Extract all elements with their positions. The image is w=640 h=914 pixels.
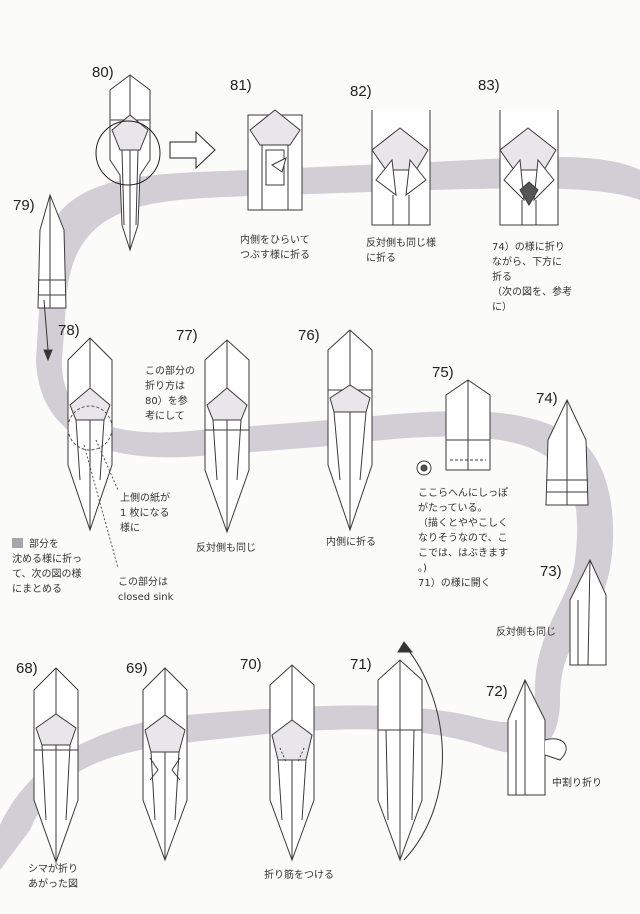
caption-step-73: 反対側も同じ [496, 627, 556, 638]
step-70-model [269, 664, 315, 862]
step-82-model [371, 110, 431, 226]
caption-step-78-fold-reference: この部分の 折り方は 80）を参 考にして [145, 366, 195, 422]
step-number-78: 78) [58, 322, 80, 339]
step-73-model [569, 558, 607, 666]
background-band [0, 157, 640, 870]
step-80-model [95, 74, 216, 252]
step-77-model [204, 339, 250, 534]
step-number-80: 80) [92, 64, 114, 81]
step-71-model [377, 641, 443, 862]
step-68-model [33, 667, 79, 864]
caption-step-75: ここらへんにしっぽ がたっている。 （描くとややこしく なりそうなので、こ こで… [418, 488, 508, 589]
step-74-model [545, 398, 589, 506]
step-number-70: 70) [240, 656, 262, 673]
caption-step-72: 中割り折り [552, 778, 602, 789]
step-number-76: 76) [298, 327, 320, 344]
caption-step-70: 折り筋をつける [264, 870, 334, 881]
step-79-model [37, 193, 67, 362]
caption-step-77: 反対側も同じ [196, 543, 256, 554]
step-number-81: 81) [230, 77, 252, 94]
step-78-model [67, 337, 119, 569]
step-number-83: 83) [478, 77, 500, 94]
step-75-model [416, 379, 491, 476]
step-number-79: 79) [13, 197, 35, 214]
step-76-model [327, 329, 373, 532]
caption-step-82: 反対側も同じ様 に折る [366, 238, 436, 264]
caption-step-78-single-layer: 上側の紙が 1 枚になる 様に [120, 493, 170, 534]
step-number-68: 68) [16, 660, 38, 677]
caption-step-68: シマが折り あがった図 [28, 864, 78, 890]
caption-step-81: 内側をひらいて つぶす様に折る [240, 235, 310, 261]
step-number-74: 74) [536, 390, 558, 407]
caption-step-78-sink: 部分を 沈める様に折っ て、次の図の様 にまとめる [12, 538, 82, 595]
caption-step-83: 74）の様に折り ながら、下方に 折る （次の図を、参考 に） [492, 242, 572, 313]
step-83-model [499, 110, 559, 226]
step-69-model [142, 667, 188, 862]
step-81-model [247, 109, 303, 211]
step-number-73: 73) [540, 563, 562, 580]
step-number-75: 75) [432, 364, 454, 381]
shaded-square-icon [12, 538, 23, 548]
step-number-71: 71) [350, 656, 372, 673]
caption-step-78-closed-sink: この部分は closed sink [118, 577, 174, 603]
step-number-72: 72) [486, 683, 508, 700]
step-72-model [507, 678, 567, 796]
step-number-82: 82) [350, 83, 372, 100]
caption-step-76: 内側に折る [326, 537, 376, 548]
step-number-69: 69) [126, 660, 148, 677]
step-number-77: 77) [176, 327, 198, 344]
